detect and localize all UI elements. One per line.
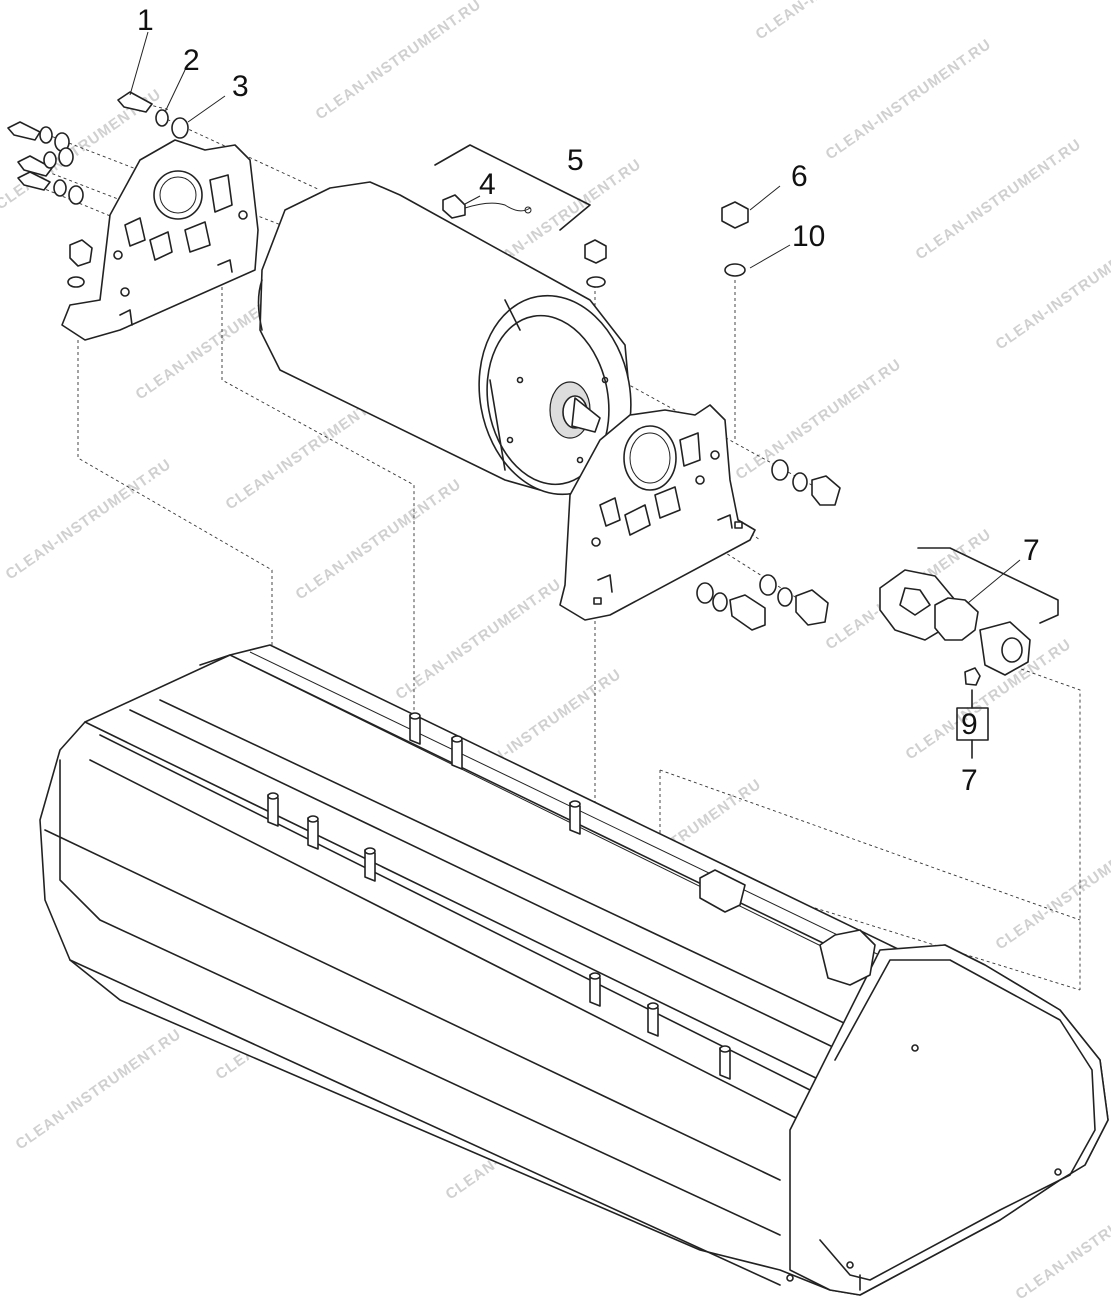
watermark: CLEAN-INSTRUMENT.RU (993, 826, 1111, 954)
watermark: CLEAN-INSTRUMENT.RU (313, 0, 485, 123)
watermark: CLEAN-INSTRUMENT.RU (3, 456, 175, 584)
callout-10: 10 (792, 220, 825, 253)
callout-5: 5 (567, 144, 584, 177)
callout-3: 3 (232, 70, 249, 103)
watermark: CLEAN-INSTRUMENT.RU (993, 226, 1111, 354)
callout-box-9 (956, 689, 989, 759)
watermark: CLEAN-INSTRUMENT.RU (393, 576, 565, 704)
watermark: CLEAN-INSTRUMENT.RU (293, 476, 465, 604)
middle-nut (584, 239, 607, 288)
motor (257, 181, 632, 496)
watermark: CLEAN-INSTRUMENT.RU (733, 356, 905, 484)
left-fasteners (7, 91, 189, 288)
base-housing (39, 644, 1109, 1296)
right-nut-washer (721, 201, 749, 277)
callout-2: 2 (183, 44, 200, 77)
callout-7: 7 (1023, 534, 1040, 567)
leader-lines (129, 31, 1021, 604)
right-motor-bracket (559, 404, 756, 621)
left-motor-bracket (61, 139, 259, 341)
coupling-assembly (879, 547, 1059, 686)
right-fasteners (696, 459, 841, 631)
callout-1: 1 (137, 4, 154, 37)
callout-9: 9 (961, 708, 978, 741)
watermark: CLEAN-INSTRUMENT.RU (913, 136, 1085, 264)
callout-6: 6 (791, 160, 808, 193)
callout-labels: 1 2 3 4 5 6 7 9 7 10 (137, 4, 1040, 797)
base-pins (267, 712, 731, 1080)
watermark: CLEAN-INSTRUMENT.RU (823, 36, 995, 164)
watermark: CLEAN-INSTRUMENT.RU (753, 0, 925, 43)
callout-4: 4 (479, 168, 496, 201)
callout-7-below: 7 (961, 764, 978, 797)
watermark: CLEAN-INSTRUMENT.RU (13, 1026, 185, 1154)
motor-brush-part (434, 144, 591, 231)
